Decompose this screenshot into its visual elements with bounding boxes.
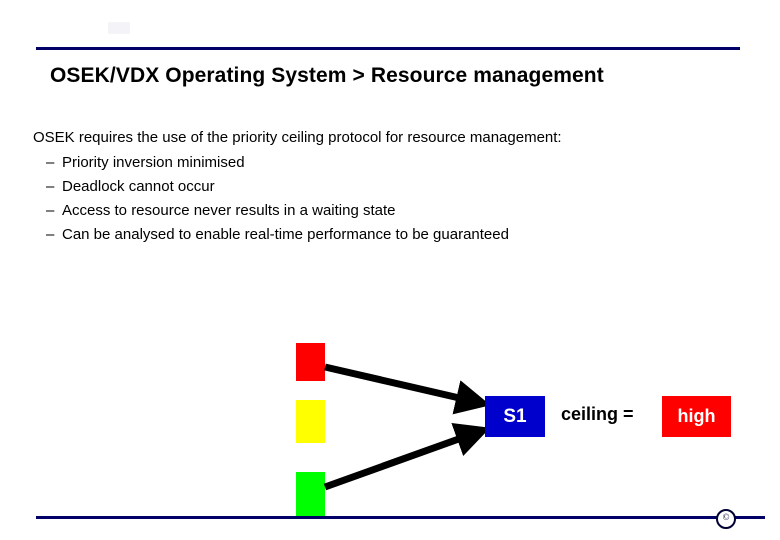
dash-bullet-icon: – (46, 178, 55, 195)
medium-priority-task-block (296, 400, 325, 443)
ceiling-equals-label: ceiling = (561, 404, 634, 424)
dash-bullet-icon: – (46, 202, 55, 219)
ceiling-value-box: high (662, 396, 731, 437)
arrow-red-task-to-resource (324, 363, 491, 415)
dash-bullet-icon: – (46, 226, 55, 243)
low-priority-task-block (296, 472, 325, 517)
resource-box: S1 (485, 396, 545, 437)
header-divider (36, 47, 740, 50)
list-item: – Deadlock cannot occur (46, 178, 509, 202)
lead-paragraph: OSEK requires the use of the priority ce… (33, 129, 562, 146)
bullet-list: – Priority inversion minimised – Deadloc… (46, 154, 509, 250)
list-item-label: Can be analysed to enable real-time perf… (62, 226, 509, 243)
arrow-green-task-to-resource (323, 423, 491, 491)
list-item: – Access to resource never results in a … (46, 202, 509, 226)
page-title: OSEK/VDX Operating System > Resource man… (50, 64, 604, 87)
list-item: – Can be analysed to enable real-time pe… (46, 226, 509, 250)
dash-bullet-icon: – (46, 154, 55, 171)
copyright-icon: © (716, 509, 736, 529)
high-priority-task-block (296, 343, 325, 381)
ceiling-value-label: high (677, 406, 716, 426)
list-item-label: Access to resource never results in a wa… (62, 202, 396, 219)
list-item: – Priority inversion minimised (46, 154, 509, 178)
list-item-label: Deadlock cannot occur (62, 178, 215, 195)
list-item-label: Priority inversion minimised (62, 154, 245, 171)
watermark-smudge (108, 22, 130, 34)
footer-divider (36, 516, 765, 519)
resource-label: S1 (503, 405, 527, 427)
